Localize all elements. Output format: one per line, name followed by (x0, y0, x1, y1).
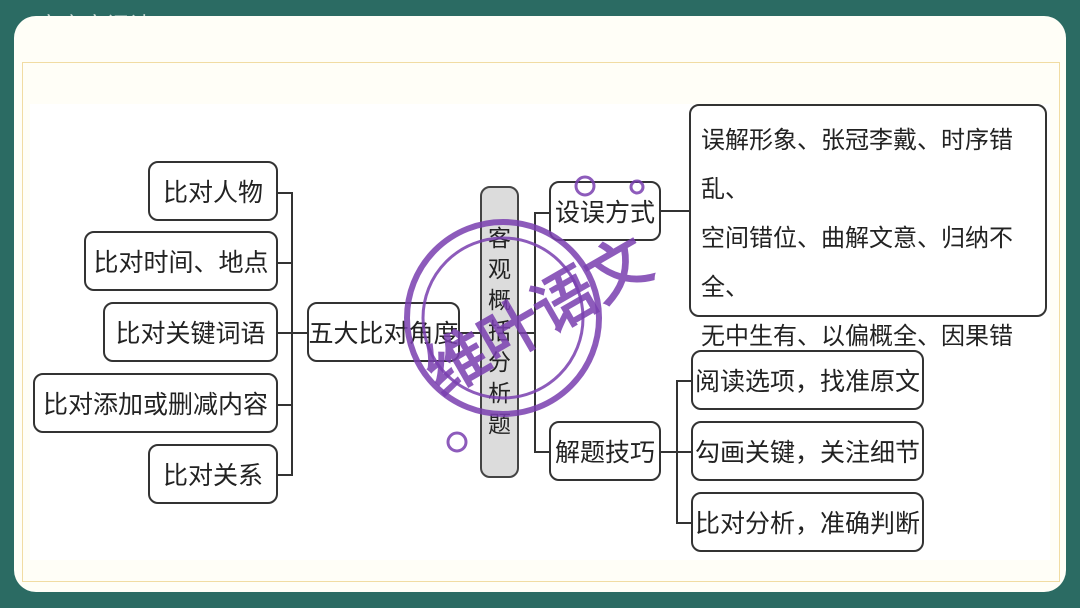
connector (278, 192, 292, 194)
root-char: 分 (488, 349, 511, 376)
root-char: 题 (488, 411, 511, 438)
connector (291, 192, 293, 476)
technique-item: 阅读选项，找准原文 (691, 350, 924, 410)
technique-item: 比对分析，准确判断 (691, 492, 924, 552)
root-char: 析 (488, 380, 511, 407)
connector (661, 210, 689, 212)
connector (676, 451, 692, 453)
connector (278, 404, 292, 406)
left-item: 比对关键词语 (103, 302, 278, 362)
left-item: 比对人物 (148, 161, 278, 221)
connector (661, 451, 677, 453)
connector (676, 522, 692, 524)
error-types-box: 误解形象、张冠李戴、时序错乱、 空间错位、曲解文意、归纳不全、 无中生有、以偏概… (689, 104, 1047, 448)
connector (534, 451, 550, 453)
content-frame (22, 62, 1060, 582)
branch-techniques: 解题技巧 (549, 421, 661, 481)
connector (460, 332, 480, 334)
error-types-line: 空间错位、曲解文意、归纳不全、 (701, 224, 1013, 301)
root-char: 括 (488, 318, 511, 345)
root-char: 观 (488, 256, 511, 283)
error-types-line: 误解形象、张冠李戴、时序错乱、 (701, 126, 1013, 203)
root-node: 客 观 概 括 分 析 题 (480, 186, 519, 478)
left-item: 比对时间、地点 (84, 231, 278, 291)
root-char: 客 (488, 225, 511, 252)
connector (278, 262, 292, 264)
branch-errors: 设误方式 (549, 181, 661, 241)
connector (519, 332, 535, 334)
connector (534, 212, 536, 452)
connector (278, 332, 308, 334)
connector (676, 380, 692, 382)
left-item: 比对添加或删减内容 (33, 373, 278, 433)
center-node: 五大比对角度 (307, 302, 460, 362)
connector (278, 474, 292, 476)
root-char: 概 (488, 287, 511, 314)
connector (534, 212, 550, 214)
left-item: 比对关系 (148, 444, 278, 504)
technique-item: 勾画关键，关注细节 (691, 421, 924, 481)
